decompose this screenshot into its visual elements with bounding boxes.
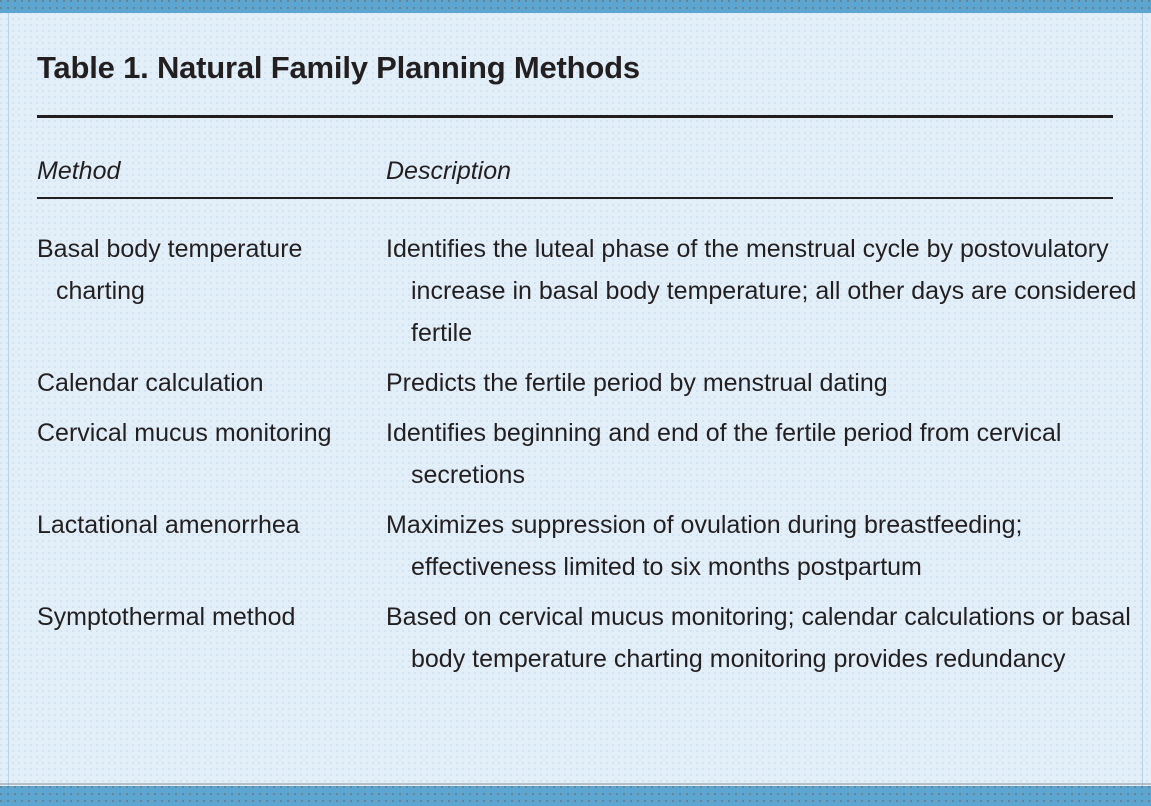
cell-description: Identifies beginning and end of the fert…	[386, 419, 1062, 489]
bottom-accent-bar	[0, 786, 1151, 806]
bottom-hairline	[0, 783, 1151, 785]
table-row: Symptothermal method Based on cervical mu…	[0, 596, 1151, 680]
table-row: Lactational amenorrhea Maximizes suppress…	[0, 504, 1151, 588]
column-header-description: Description	[386, 157, 512, 185]
cell-method: Symptothermal method	[37, 603, 296, 631]
cell-description: Based on cervical mucus monitoring; cale…	[386, 603, 1131, 673]
cell-method: Basal body temperature charting	[37, 235, 303, 305]
page-title: Table 1. Natural Family Planning Methods	[37, 50, 640, 85]
column-header-method: Method	[37, 157, 121, 185]
top-accent-bar	[0, 0, 1151, 13]
title-divider	[37, 115, 1113, 118]
cell-description: Predicts the fertile period by menstrual…	[386, 369, 888, 397]
left-frame-line	[8, 13, 9, 786]
cell-method: Cervical mucus monitoring	[37, 419, 332, 447]
cell-method: Lactational amenorrhea	[37, 511, 300, 539]
right-frame-line	[1142, 13, 1143, 786]
table-row: Basal body temperature charting Identifie…	[0, 228, 1151, 354]
table-row: Calendar calculation Predicts the fertile…	[0, 362, 1151, 404]
header-divider	[37, 197, 1113, 199]
cell-method: Calendar calculation	[37, 369, 264, 397]
table-row: Cervical mucus monitoring Identifies begi…	[0, 412, 1151, 496]
cell-description: Maximizes suppression of ovulation durin…	[386, 511, 1023, 581]
cell-description: Identifies the luteal phase of the menst…	[386, 235, 1137, 347]
